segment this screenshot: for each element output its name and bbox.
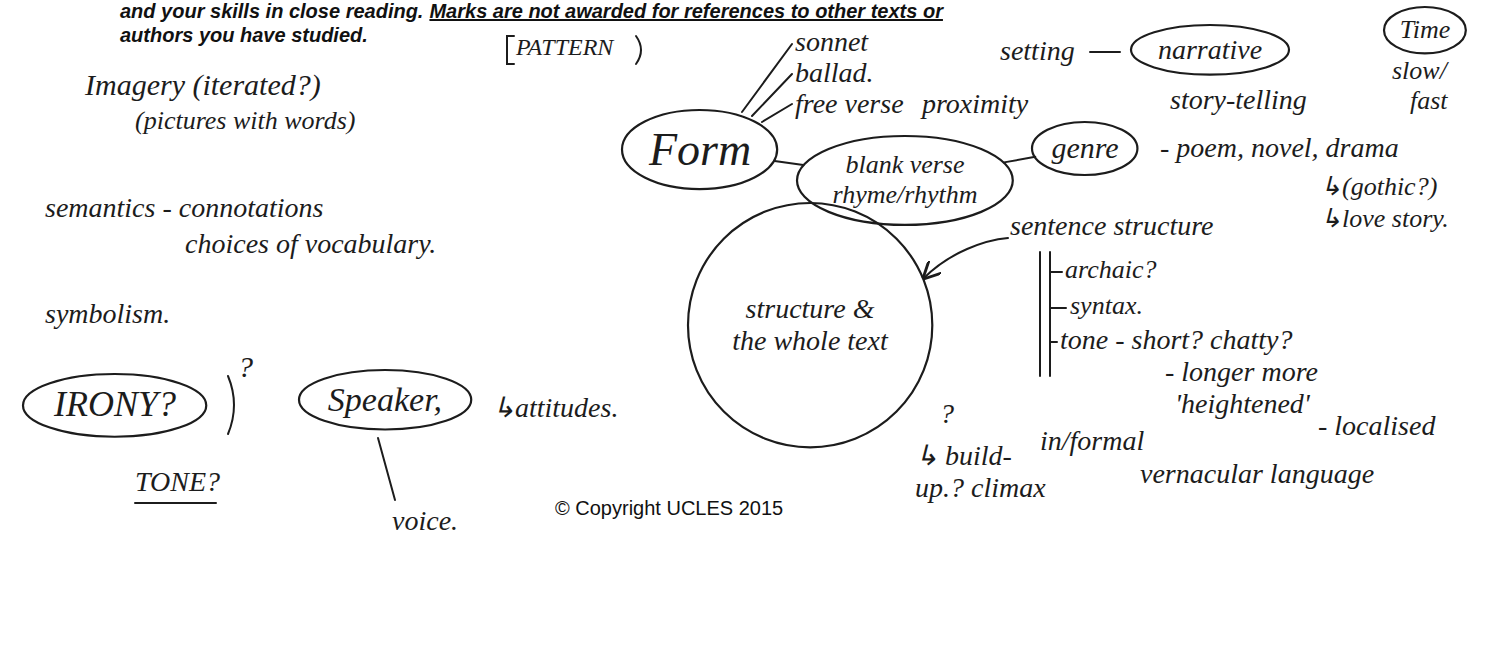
handwritten-note: sentence structure: [1010, 210, 1213, 242]
circled-topic: structure & the whole text: [686, 201, 934, 449]
handwritten-note: voice.: [392, 505, 458, 537]
connector: [775, 161, 804, 165]
handwritten-note: ?: [940, 398, 954, 430]
handwritten-note: in/formal: [1040, 425, 1144, 457]
node-text: rhyme/rhythm: [833, 180, 978, 210]
branch-line: [378, 438, 395, 500]
node-text: blank verse: [833, 150, 978, 180]
bracket: [1039, 252, 1041, 376]
branch-line: [752, 74, 792, 116]
circled-term: Time: [1382, 5, 1468, 55]
handwritten-note: story-telling: [1170, 84, 1307, 116]
handwritten-note: proximity: [922, 88, 1028, 120]
node-text: genre: [1051, 131, 1118, 166]
circled-term: Form: [620, 108, 779, 191]
handwritten-note: slow/: [1392, 56, 1447, 86]
handwritten-note: fast: [1410, 86, 1448, 116]
handwritten-note: ↳love story.: [1320, 204, 1449, 234]
branch-line: [762, 104, 792, 122]
handwritten-note: - poem, novel, drama: [1160, 132, 1399, 164]
curved-arrow: [924, 238, 1008, 278]
printed-instruction: Marks are not awarded for references to …: [429, 0, 943, 23]
handwritten-note: syntax.: [1070, 291, 1143, 321]
connector: [1004, 157, 1035, 163]
branch-line: [742, 44, 792, 112]
circled-term: IRONY?: [21, 372, 208, 439]
handwritten-note: (pictures with words): [135, 106, 356, 136]
node-text: IRONY?: [54, 384, 176, 425]
copyright-note: © Copyright UCLES 2015: [555, 497, 783, 520]
circled-term: blank verserhyme/rhythm: [795, 134, 1015, 227]
tick-line: [1050, 271, 1062, 273]
node-text: Form: [649, 124, 751, 177]
underline: [135, 502, 216, 504]
circled-term: narrative: [1129, 23, 1291, 77]
handwritten-note: semantics - connotations: [45, 192, 323, 224]
handwritten-note: setting: [1000, 35, 1075, 67]
bracket: [636, 36, 641, 64]
dash-line: [1090, 51, 1120, 53]
handwritten-note: - longer more: [1165, 356, 1318, 388]
handwritten-note: sonnet: [795, 26, 868, 58]
node-text: Time: [1400, 15, 1451, 45]
handwritten-note: ?: [238, 350, 253, 385]
tick-line: [1050, 307, 1066, 309]
node-text: structure & the whole text: [727, 293, 892, 357]
handwritten-note: PATTERN: [516, 34, 613, 62]
handwritten-note: tone - short? chatty?: [1060, 324, 1293, 356]
node-text: Speaker,: [328, 380, 442, 419]
handwritten-note: ballad.: [795, 57, 874, 89]
handwritten-note: symbolism.: [45, 298, 170, 330]
tick-line: [1050, 341, 1057, 343]
handwritten-note: vernacular language: [1140, 458, 1374, 490]
node-text: narrative: [1158, 34, 1262, 66]
handwritten-note: TONE?: [135, 466, 220, 498]
circled-term: genre: [1030, 120, 1139, 177]
handwritten-note: choices of vocabulary.: [185, 228, 436, 260]
handwritten-note: ↳(gothic?): [1320, 172, 1437, 202]
handwritten-note: archaic?: [1065, 255, 1156, 285]
bracket: [1049, 252, 1051, 376]
handwritten-note: ↳attitudes.: [492, 392, 618, 424]
handwritten-note: ↳ build-up.? climax: [915, 440, 1055, 504]
handwritten-note: - localised: [1318, 410, 1435, 442]
bracket: [228, 376, 234, 434]
handwritten-note: free verse: [795, 88, 904, 120]
handwritten-note: Imagery (iterated?): [85, 68, 321, 103]
bracket: [507, 36, 514, 64]
printed-instruction: authors you have studied.: [120, 24, 368, 47]
circled-term: Speaker,: [297, 368, 473, 432]
handwritten-note: 'heightened': [1175, 388, 1310, 420]
printed-instruction: and your skills in close reading.: [120, 0, 423, 23]
